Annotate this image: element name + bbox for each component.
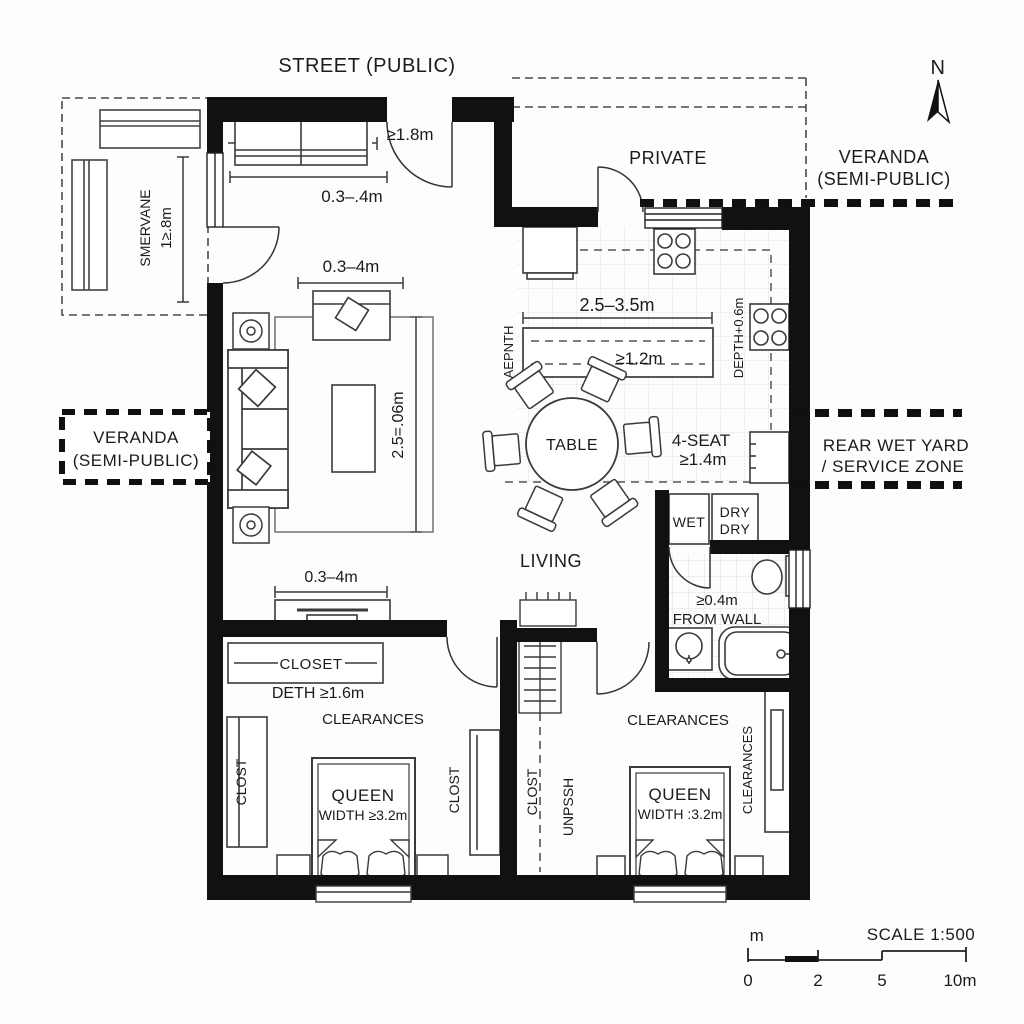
street-label: STREET (PUBLIC) [278, 55, 455, 77]
veranda-side-door [222, 226, 280, 284]
bedroom2-bed-label-1: QUEEN [649, 785, 712, 804]
dining-chairs [482, 356, 662, 532]
bathroom-door [668, 546, 711, 589]
bedroom2-bed-label-2: WIDTH :3.2m [638, 806, 723, 822]
sofa [227, 349, 289, 509]
pillow [366, 850, 406, 880]
north-label: N [931, 57, 946, 79]
veranda-right-label-2: (SEMI-PUBLIC) [817, 169, 951, 189]
stove-right [749, 303, 790, 351]
rear-yard-label-2: / SERVICE ZONE [822, 457, 965, 476]
seat-label-1: 4-SEAT [672, 431, 730, 450]
entry-dim: ≥1.8m [386, 125, 433, 144]
north-arrow [927, 79, 951, 125]
veranda-bench-top [99, 109, 201, 149]
dry-label-2: DRY [720, 521, 751, 537]
veranda-right-label-1: VERANDA [839, 147, 930, 167]
speaker-plant-top [232, 312, 270, 350]
scale-bar [747, 947, 967, 962]
veranda-bench-vertical-label: SMERVANE [137, 189, 153, 266]
veranda-bench-left [71, 159, 108, 291]
pillow [638, 850, 678, 880]
wall-vent [519, 592, 577, 627]
bedroom1-bed-label-2: WIDTH ≥3.2m [319, 807, 408, 823]
wet-label: WET [673, 514, 706, 530]
bedroom1-bed [311, 757, 416, 886]
scale-tick-0: 0 [743, 971, 752, 990]
armchair-dim: 0.3–4m [323, 257, 380, 276]
window-kitchen-top [644, 207, 723, 229]
bedroom1-closet-top [227, 642, 384, 684]
bedroom1-closet-label: CLOSET [279, 656, 342, 673]
kitchen-cabinet-right [749, 431, 790, 484]
island-depth-dim: ≥1.2m [615, 349, 662, 368]
bedroom1-clearances: CLEARANCES [322, 711, 424, 728]
window-left-wall [206, 152, 224, 228]
pillow [320, 850, 360, 880]
bedroom2-hall-vertical: UNPSSH [560, 778, 576, 836]
rear-yard-label-1: REAR WET YARD [823, 436, 969, 455]
hatched-zone-bars [640, 199, 962, 489]
coffee-table [331, 384, 376, 473]
bathroom-sink [667, 627, 713, 671]
fridge [522, 226, 578, 280]
bedroom2-closet-left-vertical: CLOST [524, 768, 540, 815]
bedroom1-closet-left [226, 716, 268, 848]
bedroom1-closet-right [469, 729, 501, 856]
bath-clearance-1: ≥0.4m [696, 592, 738, 609]
pillow [684, 850, 724, 880]
island-width-dim: 2.5–3.5m [579, 295, 654, 315]
bath-clearance-2: FROM WALL [673, 611, 762, 628]
veranda-left-label-2: (SEMI-PUBLIC) [73, 451, 199, 470]
bedroom2-door [596, 641, 650, 695]
veranda-left-label-1: VERANDA [93, 428, 179, 447]
bench-dim: 0.3–.4m [321, 187, 382, 206]
bedroom2-clearances-right-vertical: CLEARANCES [740, 726, 755, 814]
dry-label-1: DRY [720, 504, 751, 520]
seat-label-2: ≥1.4m [679, 450, 726, 469]
dining-set [482, 356, 662, 532]
bedroom1-door [446, 636, 498, 688]
bedroom1-closet-left-vertical: CLOST [233, 758, 249, 805]
scale-title: SCALE 1:500 [867, 925, 976, 944]
entry-door [386, 121, 453, 188]
scale-unit: m [750, 926, 765, 945]
island-side-vertical-label: AEPNTH [501, 326, 516, 379]
bedroom1-closet-right-vertical: CLOST [446, 766, 462, 813]
scale-tick-5: 5 [877, 971, 886, 990]
bedroom1-bed-label-1: QUEEN [332, 786, 395, 805]
tv-dim: 0.3–4m [304, 569, 357, 586]
throw-pillow [334, 296, 370, 332]
rug-dim-vertical: 2.5=.06m [390, 391, 407, 458]
bedroom1-closet-depth: DETH ≥1.6m [272, 685, 364, 702]
top-bench-sofa [234, 116, 368, 166]
armchair-bench [312, 290, 391, 341]
veranda-left-label-box [59, 409, 213, 485]
sofa-pillow-1 [237, 368, 277, 408]
bedroom2-clearances: CLEARANCES [627, 712, 729, 729]
table-label: TABLE [546, 437, 598, 454]
text-labels: STREET (PUBLIC) N PRIVATE VERANDA (SEMI-… [73, 55, 977, 990]
bedroom2-bed [629, 766, 731, 886]
sofa-pillow-2 [235, 449, 273, 487]
bed-headboards [315, 885, 727, 903]
speaker-plant-bottom [232, 506, 270, 544]
window-bathroom-right [788, 549, 811, 609]
living-label: LIVING [520, 551, 582, 571]
private-label: PRIVATE [629, 148, 707, 168]
stove-top [653, 228, 696, 275]
windows [206, 152, 811, 609]
scale-tick-10: 10m [943, 971, 976, 990]
scale-tick-2: 2 [813, 971, 822, 990]
dining-table [525, 397, 619, 491]
veranda-vertical-dim: 1≥.8m [158, 207, 175, 249]
dry-closet [711, 493, 759, 545]
counter-depth-vertical-label: DEPTH+0.6m [731, 298, 746, 379]
